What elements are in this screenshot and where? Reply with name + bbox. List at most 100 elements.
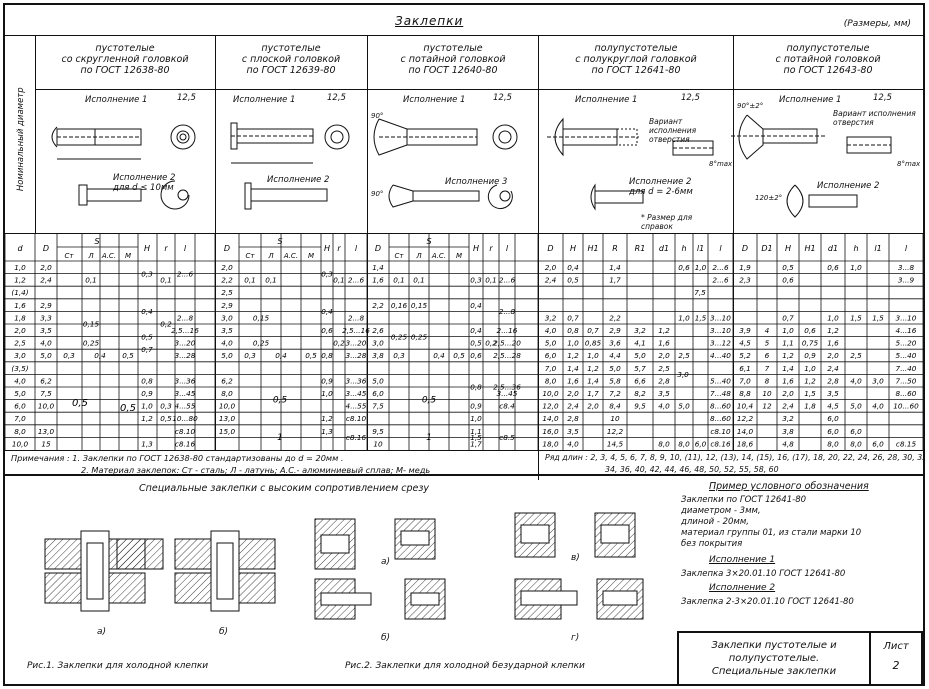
- cell-g4: 3,5: [567, 427, 579, 436]
- cell-g5: 0,6: [827, 263, 839, 272]
- cell-g4: 1,0: [567, 339, 579, 348]
- cell-g5: 4,8: [782, 439, 794, 448]
- row-lengths-2: 34, 36, 40, 42, 44, 46, 48, 50, 52, 55, …: [605, 465, 779, 474]
- group-divider-3: [538, 35, 539, 480]
- hdr-g4: l1: [697, 244, 704, 253]
- title-block: Заклепки пустотелые и полупустотелые. Сп…: [677, 631, 923, 684]
- cell-g1-S: 0,15: [83, 320, 100, 329]
- group-divider-2: [367, 35, 368, 450]
- cell-g1-H: 0,7: [141, 345, 153, 354]
- cell-g4: 5,8: [609, 376, 621, 385]
- side-label: Номинальный диаметр: [15, 87, 26, 192]
- cell-g4: 1,2: [587, 364, 599, 373]
- hdr-g4: h: [681, 244, 686, 253]
- cell-g4: 4,0: [658, 402, 670, 411]
- cell-g4: 1,4: [587, 376, 599, 385]
- cell-g3-H: 0,3: [470, 276, 482, 285]
- cell-g4: 1,7: [609, 276, 621, 285]
- hdr-H: H: [324, 244, 330, 253]
- cell-g4: 10: [610, 414, 620, 423]
- group5-variant-label: Вариант исполнения отверстия: [833, 109, 916, 127]
- group3-rivet-drawing: [373, 118, 518, 210]
- group5-ispol1: Исполнение 1: [779, 95, 842, 105]
- h-max-label: 8°max: [709, 160, 733, 168]
- cell-g5: 3...9: [898, 276, 915, 285]
- fig2-label-a: а): [381, 557, 391, 567]
- cell-g5: 3...10: [896, 313, 917, 322]
- cell-g2-S: 0,1: [244, 276, 256, 285]
- cell-g4: 8,2: [634, 389, 646, 398]
- hdr-g5: d1: [828, 244, 838, 253]
- cell-g5: 7: [765, 364, 770, 373]
- hdr-g5: D: [742, 244, 748, 253]
- side-column-divider: [35, 35, 36, 233]
- cell-g2-D: 13,0: [219, 414, 236, 423]
- cell-g4: 3...10: [710, 313, 731, 322]
- cell-g5: 1,6: [782, 376, 794, 385]
- group5-rivet-drawing: [731, 114, 892, 218]
- cell-g3-l: 2...8: [499, 307, 516, 316]
- cell-g4: 1,0: [678, 313, 690, 322]
- cell-g1-r: 0,2: [160, 320, 172, 329]
- cell-g2-r: 0,2: [333, 339, 345, 348]
- cell-g5: 4,5: [739, 339, 751, 348]
- sheet-title: Заклепки: [395, 14, 464, 28]
- cell-g4: 3...12: [710, 339, 731, 348]
- cell-g2-D: 8,0: [221, 389, 233, 398]
- note-1: Примечания : 1. Заклепки по ГОСТ 12638-8…: [11, 453, 344, 463]
- hdr-D: D: [224, 244, 230, 253]
- cell-g5: 1,1: [782, 339, 794, 348]
- cell-g5: 1,9: [739, 263, 751, 272]
- hdr-H: H: [144, 244, 150, 253]
- cell-g4: 6,0: [695, 439, 707, 448]
- cell-g2-l: c8.16: [346, 433, 367, 442]
- cell-g4: 4...40: [710, 351, 731, 360]
- group3-ispol1: Исполнение 1: [403, 95, 466, 105]
- cell-g5: 5...40: [896, 351, 917, 360]
- cell-g4: 2,2: [609, 313, 621, 322]
- cell-g4: 9,5: [634, 402, 646, 411]
- group4-roughness: 12,5: [681, 93, 700, 103]
- drawing-sheet: Заклепки (Размеры, мм) Номинальный диаме…: [3, 3, 925, 686]
- cell-g4: 8,4: [609, 402, 621, 411]
- cell-g3-S: 0,5: [453, 351, 465, 360]
- cell-g3-S: 0,1: [413, 276, 425, 285]
- cell-g5: 2,4: [782, 402, 794, 411]
- cell-g1-S: 0,1: [85, 276, 97, 285]
- cell-g5: 0,9: [804, 351, 816, 360]
- group5-ispol2: Исполнение 2: [817, 181, 880, 191]
- cell-g5: 0,6: [782, 276, 794, 285]
- cell-g1-H: 0,5: [141, 332, 153, 341]
- hdr-s-sub: М: [456, 252, 462, 260]
- group-title-divider: [35, 89, 923, 90]
- cell-g3-l: c8.4: [499, 402, 515, 411]
- cell-g3-l: 2,5...20: [493, 339, 521, 348]
- cell-g3-l: 3...45: [497, 389, 518, 398]
- hdr-l: l: [506, 244, 509, 253]
- group-divider-1: [215, 35, 216, 450]
- cell-g3-D: 3,0: [372, 339, 384, 348]
- hdr-d: d: [17, 244, 23, 253]
- cell-g4: 2...6: [712, 263, 729, 272]
- cell-g3-r: 0,1: [485, 276, 497, 285]
- hdr-g5: l: [905, 244, 908, 253]
- cell-g1-D: 15: [41, 439, 51, 448]
- cell-g1-D: 2,9: [40, 301, 52, 310]
- cell-g5: 1,0: [782, 326, 794, 335]
- cell-g4: 5,0: [609, 364, 621, 373]
- example-ispol1: Исполнение 1: [709, 555, 776, 565]
- cell-g5: 6,1: [739, 364, 751, 373]
- cell-g3-H: 1,0: [470, 414, 482, 423]
- cell-g2-S: 0,5: [305, 351, 317, 360]
- cell-g5: 3,2: [782, 414, 794, 423]
- cell-g3-H: 0,4: [470, 326, 482, 335]
- cell-g2-S: 0,4: [275, 351, 287, 360]
- cell-g1-l: c8.16: [175, 439, 196, 448]
- fig2-caption: Рис.2. Заклепки для холодной безударной …: [345, 661, 585, 671]
- cell-d: 10,0: [12, 439, 29, 448]
- cell-g4: 16,0: [542, 427, 559, 436]
- cell-d: 1,0: [14, 263, 26, 272]
- cell-g1-l: 10...80: [172, 414, 198, 423]
- cell-g4: 5,0: [545, 339, 557, 348]
